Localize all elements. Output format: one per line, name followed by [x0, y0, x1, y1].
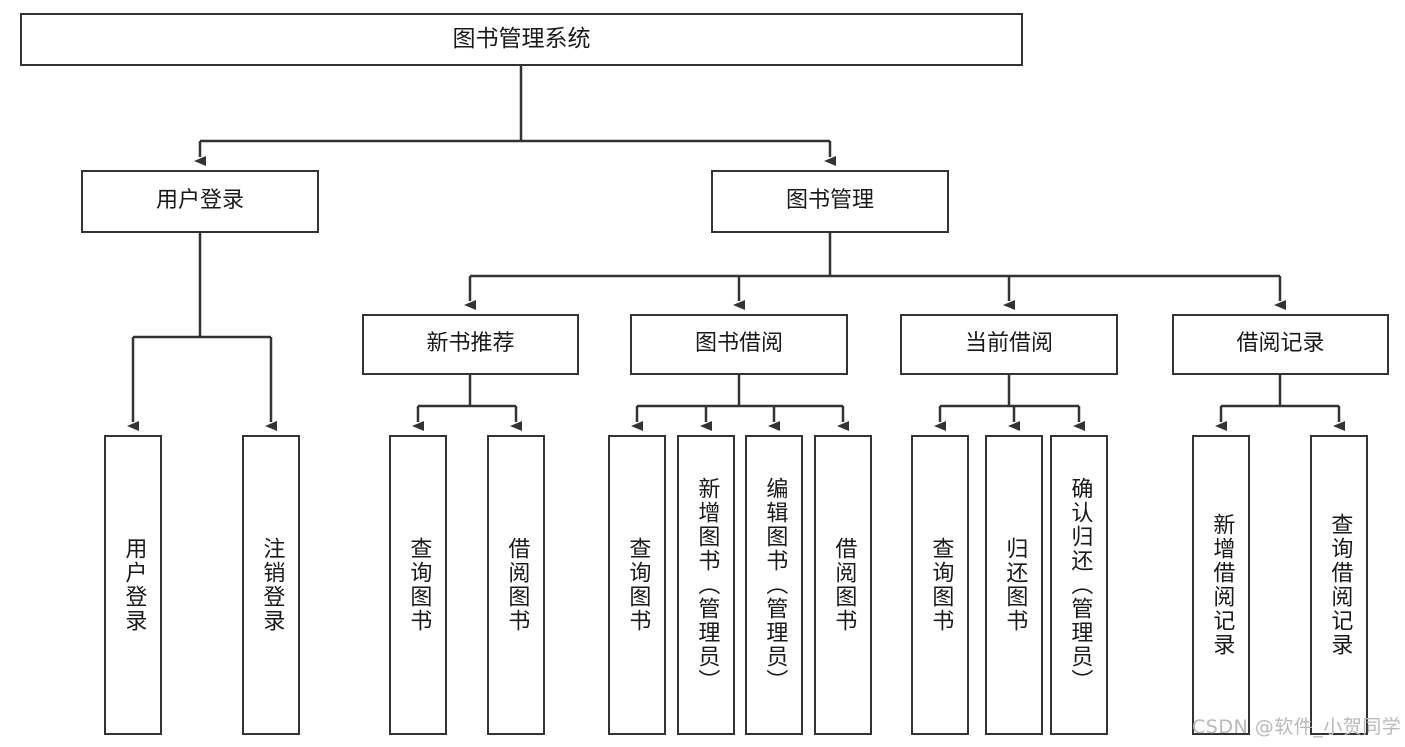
node-label: 图书管理系统 [452, 26, 591, 53]
node-label: 图书管理 [785, 188, 874, 214]
leaf-add-borrow-record[interactable]: 新增借阅记录 [1192, 435, 1250, 735]
node-label: 确认归还（管理员） [1067, 477, 1093, 693]
node-book-borrow[interactable]: 图书借阅 [630, 314, 848, 375]
node-label: 用户登录 [155, 188, 244, 214]
node-root-system[interactable]: 图书管理系统 [20, 13, 1023, 66]
leaf-query-books-current[interactable]: 查询图书 [911, 435, 969, 735]
node-label: 图书借阅 [694, 331, 783, 357]
node-label: 注销登录 [259, 537, 285, 633]
node-label: 借阅图书 [504, 537, 530, 633]
leaf-confirm-return-admin[interactable]: 确认归还（管理员） [1050, 435, 1108, 735]
node-new-book-recommend[interactable]: 新书推荐 [362, 314, 579, 375]
leaf-edit-book-admin[interactable]: 编辑图书（管理员） [745, 435, 803, 735]
node-current-borrow[interactable]: 当前借阅 [900, 314, 1118, 375]
node-label: 新增借阅记录 [1209, 513, 1235, 657]
node-user-login[interactable]: 用户登录 [81, 170, 319, 233]
node-label: 归还图书 [1002, 537, 1028, 633]
node-label: 查询借阅记录 [1327, 513, 1353, 657]
node-label: 查询图书 [928, 537, 954, 633]
node-label: 查询图书 [406, 537, 432, 633]
leaf-return-books[interactable]: 归还图书 [985, 435, 1043, 735]
node-label: 新书推荐 [426, 331, 515, 357]
node-borrow-record[interactable]: 借阅记录 [1172, 314, 1389, 375]
leaf-user-login[interactable]: 用户登录 [104, 435, 162, 735]
leaf-borrow-books-recommend[interactable]: 借阅图书 [487, 435, 545, 735]
leaf-query-books-recommend[interactable]: 查询图书 [389, 435, 447, 735]
node-label: 查询图书 [625, 537, 651, 633]
leaf-logout[interactable]: 注销登录 [242, 435, 300, 735]
node-label: 当前借阅 [964, 331, 1053, 357]
node-label: 借阅图书 [831, 537, 857, 633]
node-label: 新增图书（管理员） [694, 477, 720, 693]
leaf-query-books-borrow[interactable]: 查询图书 [608, 435, 666, 735]
node-label: 编辑图书（管理员） [762, 477, 788, 693]
leaf-query-borrow-record[interactable]: 查询借阅记录 [1310, 435, 1368, 735]
node-book-management[interactable]: 图书管理 [711, 170, 949, 233]
node-label: 用户登录 [121, 537, 147, 633]
csdn-watermark: CSDN @软件_小贺同学 [1192, 716, 1402, 738]
node-label: 借阅记录 [1236, 331, 1325, 357]
leaf-add-book-admin[interactable]: 新增图书（管理员） [677, 435, 735, 735]
leaf-borrow-books[interactable]: 借阅图书 [814, 435, 872, 735]
